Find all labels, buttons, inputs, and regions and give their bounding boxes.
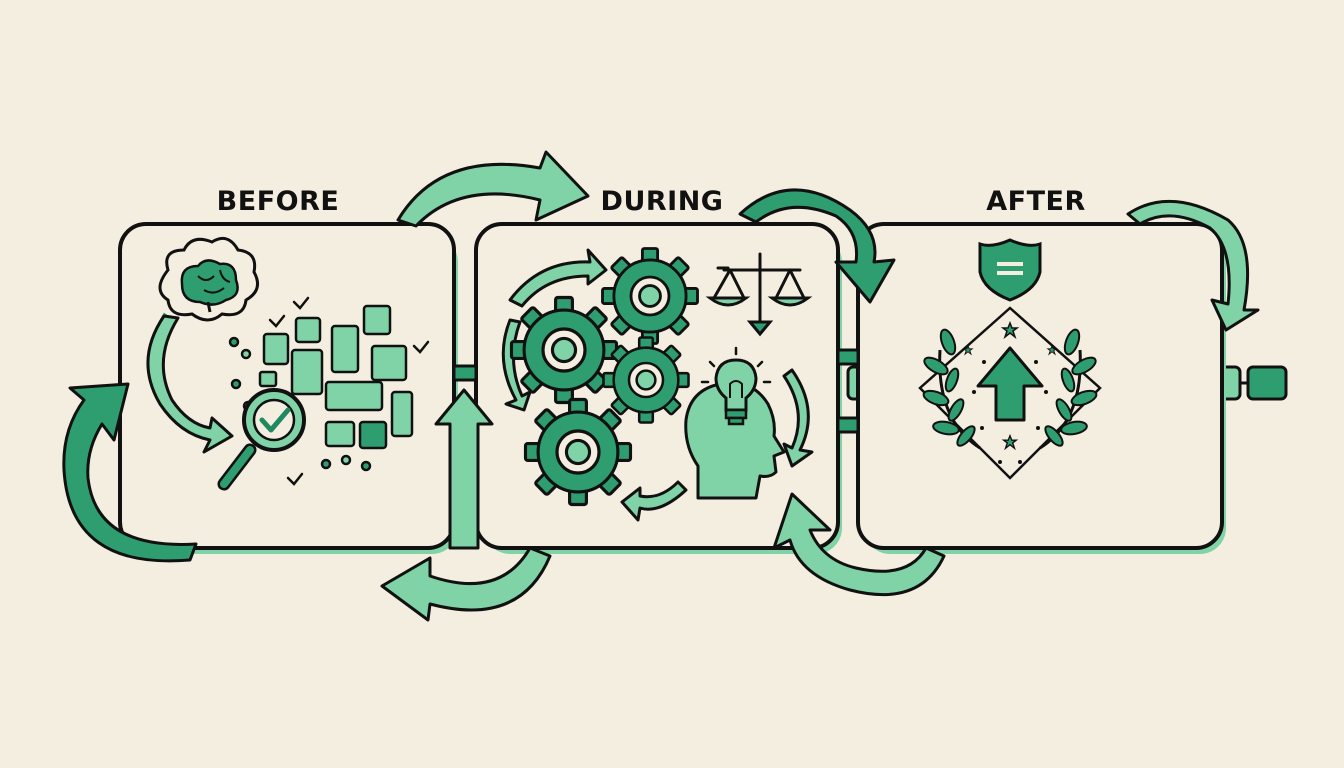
lightbulb-head-icon <box>684 346 786 500</box>
arrow-bottom-during-before <box>380 546 552 622</box>
stage-label-after: AFTER <box>986 186 1086 217</box>
gear-icon <box>601 247 699 345</box>
checkmark-icon <box>268 296 430 486</box>
magnifier-check-icon <box>217 388 306 491</box>
gear-icon <box>602 336 690 424</box>
arrow-up-between-panels <box>434 388 494 550</box>
gear-icon <box>523 397 633 507</box>
shield-icon <box>978 238 1042 302</box>
gear-icon <box>509 295 619 405</box>
stage-label-before: BEFORE <box>217 186 340 217</box>
scattered-blocks-icon <box>228 304 414 472</box>
arrow-top-after <box>1126 199 1260 332</box>
cycle-arrow-icon <box>501 248 814 522</box>
arrow-top-before-during <box>396 150 590 228</box>
up-arrow-icon <box>976 346 1044 422</box>
arrow-top-during-after <box>738 188 896 304</box>
balance-scale-icon <box>705 252 813 337</box>
brain-thought-icon <box>146 236 260 454</box>
arrow-bottom-after-during <box>772 492 946 597</box>
stage-label-during: DURING <box>601 186 724 217</box>
laurel-wreath-icon <box>922 328 1098 450</box>
panel-connector <box>452 348 860 434</box>
arrow-left-loop <box>62 382 198 563</box>
dots-decoration <box>972 360 1048 464</box>
